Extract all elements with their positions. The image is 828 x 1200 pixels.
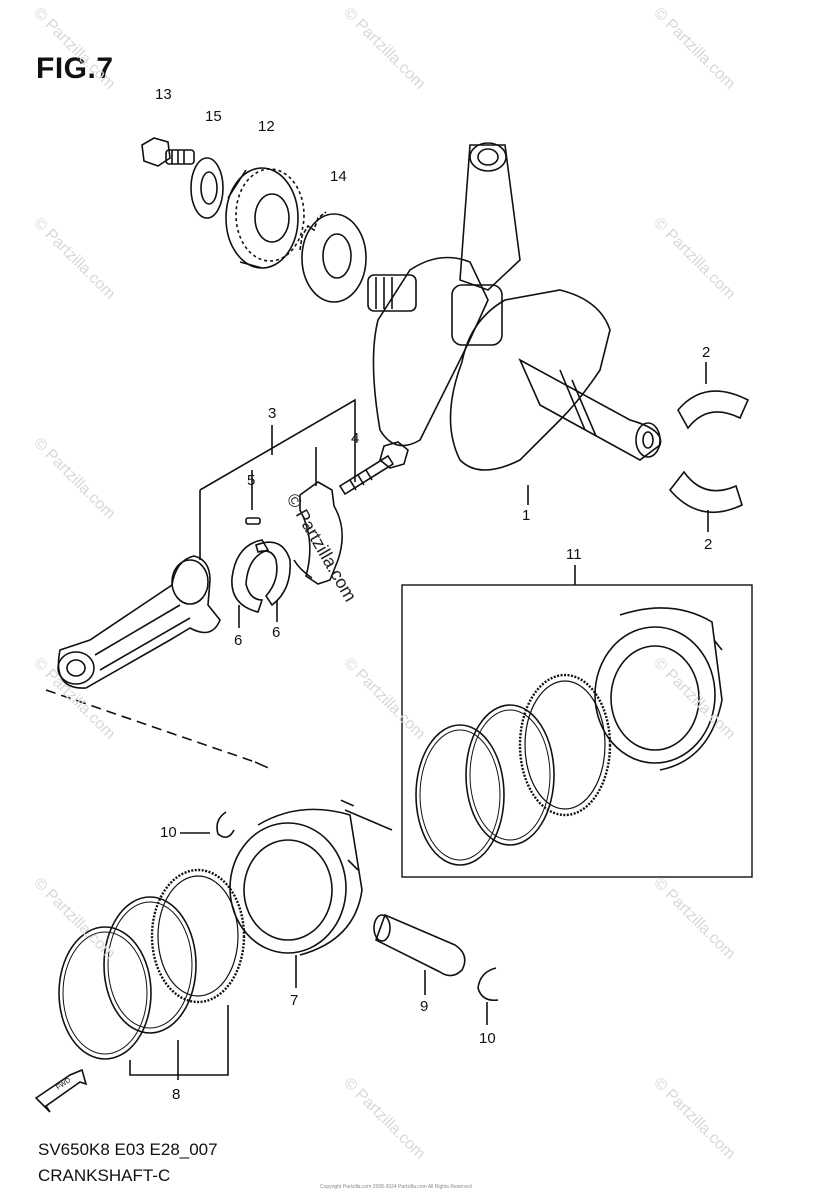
bearing-6-left-drawing (231, 539, 270, 628)
callout-11: 11 (566, 546, 582, 563)
circlip-10-lower-drawing (477, 967, 499, 1002)
callout-14: 14 (330, 168, 347, 185)
callout-3: 3 (268, 405, 277, 422)
kit-ring-oil-drawing (518, 673, 612, 817)
callout-10-lower: 10 (479, 1030, 496, 1047)
circlip-10-upper-drawing (216, 811, 235, 838)
kit-ring-second-drawing (465, 704, 555, 846)
pin-5-drawing (245, 517, 261, 525)
alignment-line-b (254, 761, 391, 823)
piston-7-drawing (229, 808, 363, 988)
callout-2-upper: 2 (702, 344, 711, 361)
bearing-6-right-drawing (255, 541, 291, 622)
piston-kit-box-11 (401, 584, 753, 878)
callout-13: 13 (155, 86, 172, 103)
ring-top-8-drawing (58, 926, 152, 1060)
figure-title: FIG.7 (36, 52, 114, 85)
fwd-arrow (34, 1068, 88, 1113)
gear-12-drawing (225, 167, 305, 269)
alignment-line-a (45, 689, 256, 763)
kit-piston-drawing (594, 607, 723, 771)
bearing-2-upper-drawing (677, 362, 750, 430)
section-name: CRANKSHAFT-C (38, 1166, 171, 1185)
rod-assembly-bracket (199, 398, 356, 560)
lock-washer-15-drawing (190, 157, 224, 219)
callout-7: 7 (290, 992, 299, 1009)
alignment-line-c (344, 809, 393, 831)
bearing-2-lower-drawing (668, 470, 743, 532)
callout-2-lower: 2 (704, 536, 713, 553)
plate-14-drawing (299, 211, 367, 303)
callout-9: 9 (420, 998, 429, 1015)
bolt-13-drawing (141, 137, 195, 167)
callout-5: 5 (247, 472, 256, 489)
callout-6-left: 6 (234, 632, 243, 649)
callout-6-right: 6 (272, 624, 281, 641)
rod-cap-drawing (293, 481, 343, 585)
connecting-rod-drawing (57, 555, 221, 689)
model-code: SV650K8 E03 E28_007 (38, 1140, 218, 1159)
piston-pin-9-drawing (373, 913, 466, 995)
kit-ring-top-drawing (415, 724, 505, 866)
ring-second-8-drawing (103, 896, 197, 1034)
callout-1: 1 (522, 507, 531, 524)
callout-4: 4 (351, 430, 360, 447)
ring-oil-8-drawing (150, 868, 246, 1004)
callout-10-upper: 10 (160, 824, 177, 841)
callout-15: 15 (205, 108, 222, 125)
crankshaft-1-drawing (367, 142, 662, 505)
callout-8: 8 (172, 1086, 181, 1103)
bolt-4-drawing (338, 441, 409, 496)
callout-12: 12 (258, 118, 275, 135)
rings-8-bracket (129, 1005, 229, 1076)
copyright-notice: Copyright Partzilla.com 2008-2024 Partzi… (320, 1184, 472, 1190)
